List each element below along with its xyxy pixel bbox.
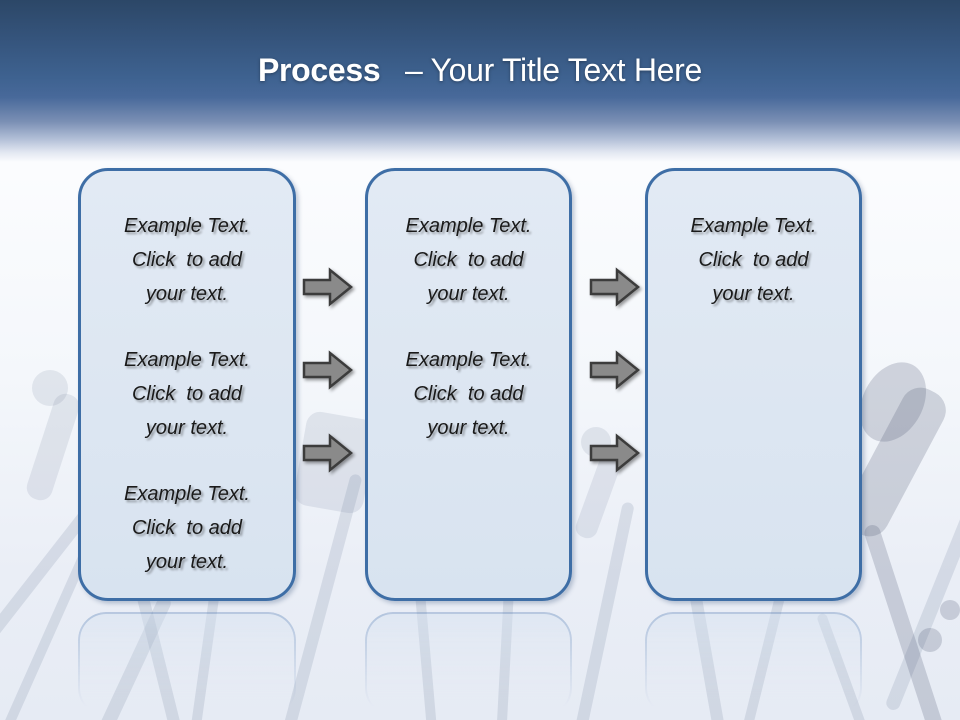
placeholder-text[interactable]: Example Text. Click to add your text. bbox=[405, 349, 532, 439]
placeholder-text[interactable]: Example Text. Click to add your text. bbox=[124, 349, 250, 439]
right-arrow-icon bbox=[302, 433, 353, 473]
box-reflection bbox=[78, 612, 296, 716]
placeholder-text[interactable]: Example Text. Click to add your text. bbox=[690, 215, 817, 305]
process-box-3[interactable]: Example Text. Click to add your text. bbox=[645, 168, 862, 601]
right-arrow-icon bbox=[589, 433, 640, 473]
slide-title-text: – Your Title Text Here bbox=[405, 52, 703, 88]
box-reflection bbox=[645, 612, 862, 716]
right-arrow-icon bbox=[302, 267, 353, 307]
title-banner: Process – Your Title Text Here bbox=[0, 0, 960, 162]
placeholder-text[interactable]: Example Text. Click to add your text. bbox=[124, 483, 250, 573]
right-arrow-icon bbox=[589, 267, 640, 307]
placeholder-text[interactable]: Example Text. Click to add your text. bbox=[124, 215, 250, 305]
right-arrow-icon bbox=[589, 350, 640, 390]
placeholder-text[interactable]: Example Text. Click to add your text. bbox=[405, 215, 532, 305]
process-box-2[interactable]: Example Text. Click to add your text. Ex… bbox=[365, 168, 572, 601]
slide-title-keyword: Process bbox=[257, 52, 381, 88]
right-arrow-icon bbox=[302, 350, 353, 390]
process-box-1[interactable]: Example Text. Click to add your text. Ex… bbox=[78, 168, 296, 601]
slide-title[interactable]: Process – Your Title Text Here bbox=[0, 52, 960, 89]
box-reflection bbox=[365, 612, 572, 716]
